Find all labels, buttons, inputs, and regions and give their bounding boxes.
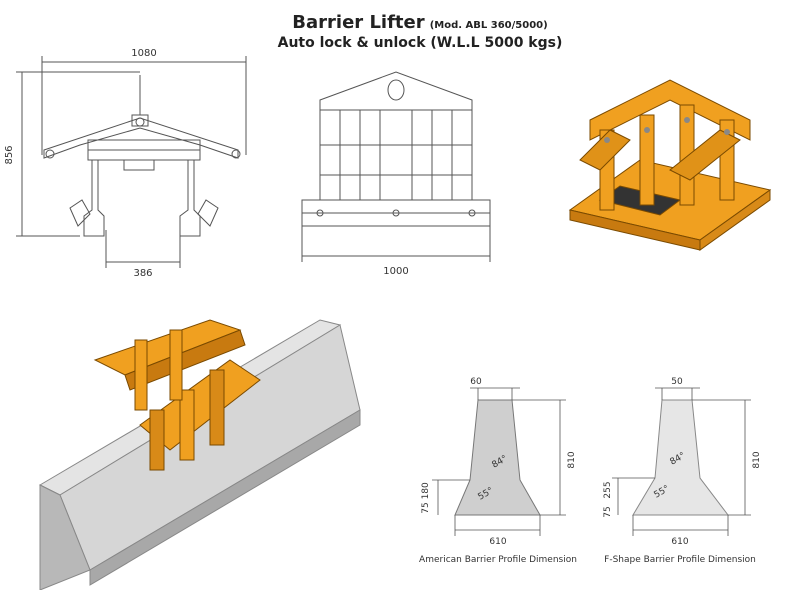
- side-view-drawing: 1000: [301, 71, 491, 277]
- american-top-label: 60: [470, 377, 482, 387]
- fshape-profile-drawing: 50 810 84° 55° 255 75 610 F-Shape Barrie…: [603, 377, 762, 565]
- fshape-top-label: 50: [671, 377, 683, 387]
- title-block: Barrier Lifter (Mod. ABL 360/5000) Auto …: [250, 12, 590, 51]
- american-caption: American Barrier Profile Dimension: [419, 555, 577, 565]
- front-jaw-label: 386: [133, 268, 152, 279]
- front-height-label: 856: [4, 145, 15, 164]
- lifter-isometric: [568, 79, 772, 251]
- american-profile-drawing: 60 810 84° 55° 75 180 610 American Barri…: [419, 377, 577, 565]
- fshape-bottom-label: 75: [603, 506, 613, 517]
- american-base-label: 610: [489, 537, 506, 547]
- fshape-caption: F-Shape Barrier Profile Dimension: [604, 555, 756, 565]
- subtitle: Auto lock & unlock (W.L.L 5000 kgs): [277, 35, 563, 51]
- american-height-label: 810: [567, 451, 577, 468]
- front-width-label: 1080: [131, 48, 156, 59]
- main-title: Barrier Lifter: [292, 12, 425, 33]
- fshape-mid-label: 255: [603, 481, 613, 498]
- side-width-label: 1000: [383, 266, 408, 277]
- fshape-height-label: 810: [752, 451, 762, 468]
- model-label: (Mod. ABL 360/5000): [429, 20, 548, 31]
- american-lower-labels: 75 180: [421, 482, 431, 514]
- barrier-with-lifter: [38, 319, 361, 590]
- fshape-base-label: 610: [671, 537, 688, 547]
- front-view-drawing: 1080 856 386: [4, 48, 247, 279]
